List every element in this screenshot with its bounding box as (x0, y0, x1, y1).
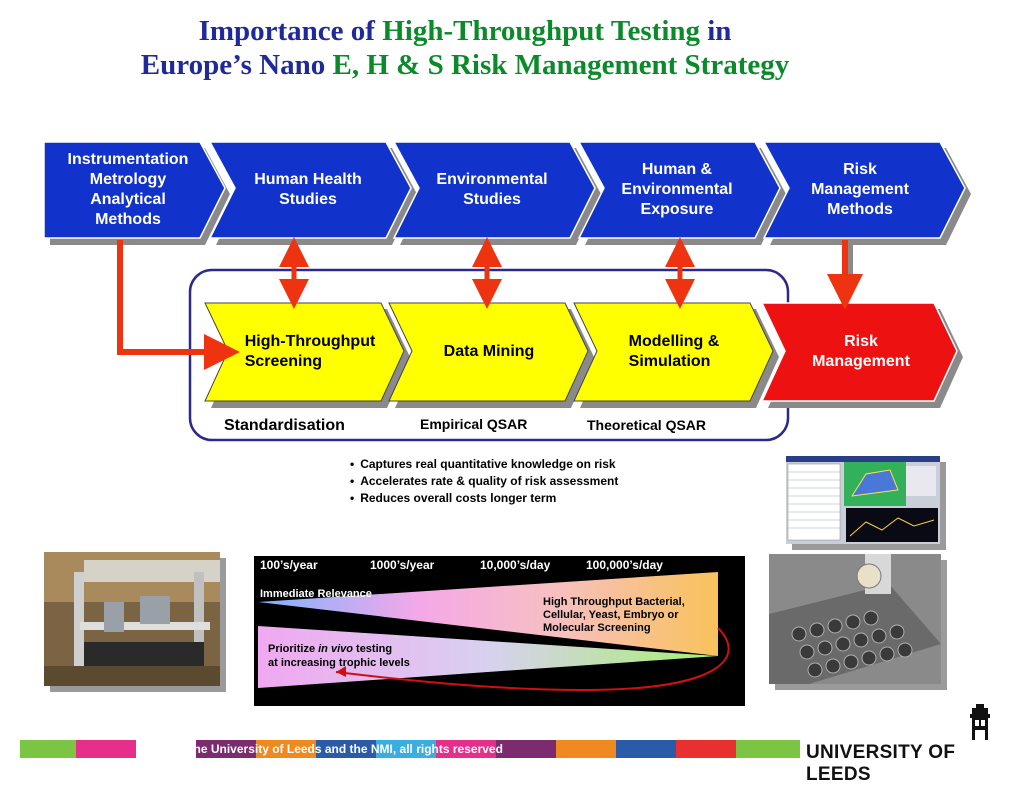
title-part: Importance of (198, 15, 383, 47)
strip-segment (316, 740, 376, 758)
title-part: Europe’s Nano (140, 49, 333, 81)
prioritize-part: at increasing trophic levels (268, 657, 410, 669)
label-empirical-qsar: Empirical QSAR (420, 416, 528, 432)
page-title: Importance of High-Throughput Testing in… (0, 14, 930, 82)
chevron-exposure (577, 141, 781, 239)
label-hts: High-Throughput Screening (244, 333, 376, 370)
strip-segment (76, 740, 136, 758)
title-highlight: High-Throughput Testing (382, 15, 700, 47)
prioritize-part: Prioritize (268, 643, 319, 655)
strip-segment (676, 740, 736, 758)
chevron-data-mining (388, 302, 589, 402)
connectors (117, 237, 863, 370)
strip-segment (256, 740, 316, 758)
label-human-health: Human Health Studies (254, 171, 362, 208)
strip-segment (196, 740, 256, 758)
rate-100-year: 100’s/year (260, 558, 318, 572)
prioritize-part: testing (352, 643, 393, 655)
university-name: UNIVERSITY OF LEEDS (806, 742, 956, 785)
process-diagram (43, 141, 971, 442)
rate-100000-day: 100,000’s/day (586, 558, 663, 572)
benefits-list: Captures real quantitative knowledge on … (350, 456, 618, 507)
list-item: Reduces overall costs longer term (350, 490, 618, 507)
immediate-relevance: Immediate Relevance (260, 588, 372, 600)
list-item: Captures real quantitative knowledge on … (350, 456, 618, 473)
label-environmental: Environmental Studies (436, 171, 548, 208)
prioritize-italic: in vivo (318, 643, 353, 655)
rate-10000-day: 10,000’s/day (480, 558, 551, 572)
bottom-row-chevrons (204, 302, 963, 408)
title-part: in (700, 15, 732, 47)
label-risk-methods: Risk Management Methods (811, 161, 909, 218)
label-data-mining: Data Mining (443, 343, 535, 360)
strip-segment (496, 740, 556, 758)
strip-segment (136, 740, 196, 758)
chevron-modelling (573, 302, 774, 402)
microplate-graphic (769, 554, 941, 684)
label-theoretical-qsar: Theoretical QSAR (587, 417, 707, 433)
curved-arrow (335, 627, 730, 692)
copyright-text: © The University of Leeds and the NMI, a… (174, 742, 503, 756)
hts-description: High Throughput Bacterial, Cellular, Yea… (543, 596, 685, 634)
throughput-graphic: 100’s/year 1000’s/year 10,000’s/day 100,… (254, 556, 745, 706)
software-screenshot-image (786, 456, 940, 544)
robot-lab-graphic (44, 552, 220, 686)
label-exposure: Human & Environmental Exposure (621, 161, 733, 218)
strip-segment (616, 740, 676, 758)
arrow-head (336, 666, 346, 677)
label-modelling: Modelling & Simulation (628, 333, 720, 370)
chevron-risk-methods (762, 141, 966, 239)
chevron-instrumentation (43, 141, 226, 239)
chevron-environmental (392, 141, 596, 239)
microplate-image (769, 554, 941, 684)
strip-segment (436, 740, 496, 758)
label-instrumentation: Instrumentation Metrology Analytical Met… (67, 151, 189, 228)
throughput-gradient (258, 572, 730, 692)
university-tower-icon (970, 704, 990, 740)
software-screenshot-graphic (786, 456, 940, 544)
chevron-human-health (208, 141, 412, 239)
title-highlight: E, H & S Risk Management Strategy (332, 49, 790, 81)
connector-l-arrow (117, 240, 240, 370)
strip-segment (20, 740, 76, 758)
strip-segment (736, 740, 800, 758)
list-item: Accelerates rate & quality of risk asses… (350, 473, 618, 490)
upper-wedge (258, 572, 718, 656)
lower-wedge (258, 626, 718, 688)
footer-color-strip (20, 740, 800, 758)
chevron-risk-management (760, 302, 958, 402)
top-row-chevrons (43, 141, 971, 245)
label-standardisation: Standardisation (224, 417, 345, 434)
rate-1000-year: 1000’s/year (370, 558, 435, 572)
prioritize-text: Prioritize in vivo testing at increasing… (268, 642, 410, 670)
strip-segment (556, 740, 616, 758)
robot-lab-image (44, 552, 220, 686)
label-risk-management: Risk Management (812, 333, 910, 370)
strip-segment (376, 740, 436, 758)
